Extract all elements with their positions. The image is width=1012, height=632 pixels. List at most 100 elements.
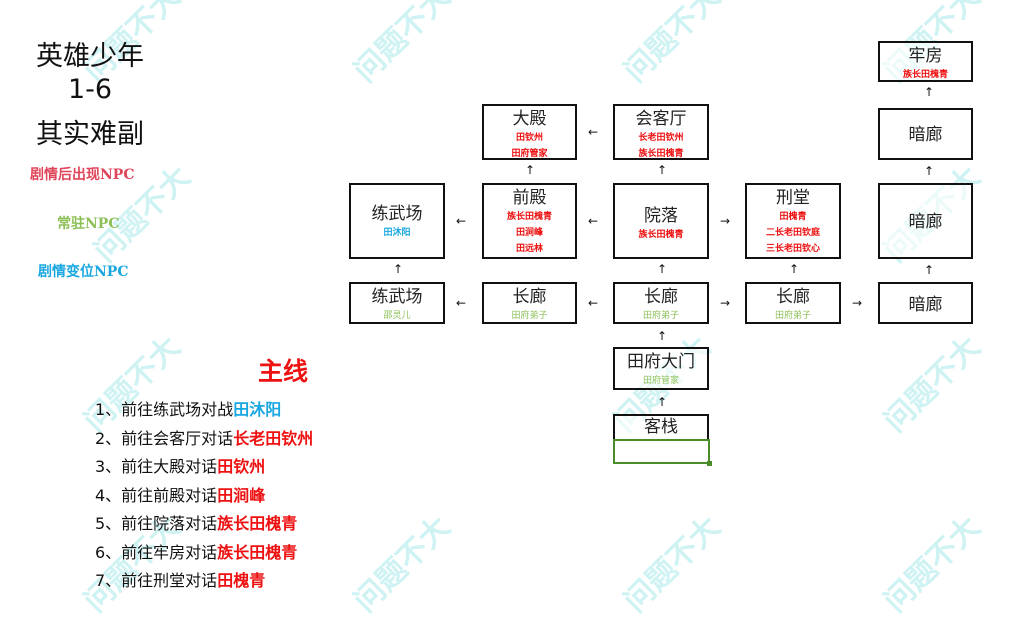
arrow-up: ↑ (657, 395, 668, 409)
node-name: 暗廊 (908, 125, 943, 145)
npc: 田槐青 (779, 212, 807, 222)
step: 7、前往刑堂对话田槐青 (95, 567, 313, 596)
watermark: 问题不大 (347, 509, 458, 620)
node-xingtang: 刑堂 田槐青 二长老田钦庭 三长老田钦心 (745, 183, 841, 259)
node-huiketing: 会客厅 长老田钦州 族长田槐青 (613, 104, 709, 160)
node-name: 院落 (644, 206, 678, 226)
npc: 族长田槐青 (638, 149, 684, 159)
node-changlang-right: 长廊 田府弟子 (745, 282, 841, 324)
step-text: 7、前往刑堂对话 (95, 571, 218, 590)
node-name: 刑堂 (776, 188, 810, 208)
npc: 族长田槐青 (506, 212, 552, 222)
arrow-left: ← (588, 214, 599, 228)
node-name: 牢房 (908, 46, 943, 66)
npc: 田钦州 (515, 133, 543, 143)
watermark: 问题不大 (617, 0, 728, 90)
step-target: 族长田槐青 (217, 542, 298, 562)
node-qiandian: 前殿 族长田槐青 田涧峰 田远林 (482, 183, 577, 259)
arrow-right: → (720, 296, 731, 310)
npc: 田府管家 (511, 149, 548, 159)
arrow-right: → (720, 214, 731, 228)
title-line-2: 1-6 (67, 74, 113, 105)
arrow-up: ↑ (924, 263, 935, 277)
arrow-up: ↑ (924, 85, 935, 99)
npc: 长老田钦州 (638, 133, 684, 143)
step: 4、前往前殿对话田涧峰 (95, 482, 313, 511)
node-yuanluo: 院落 族长田槐青 (613, 183, 709, 259)
node-kezhan: 客栈 (613, 414, 709, 441)
npc: 田府管家 (642, 376, 679, 386)
arrow-up: ↑ (657, 163, 668, 177)
step: 1、前往练武场对战田沐阳 (95, 396, 313, 425)
step-text: 3、前往大殿对话 (95, 457, 218, 476)
step-target: 田钦州 (217, 457, 266, 476)
selected-cell[interactable] (613, 439, 712, 466)
legend-resident: 常驻NPC (57, 216, 120, 232)
title-line-1: 英雄少年 (36, 41, 144, 72)
legend-moving: 剧情变位NPC (38, 264, 129, 280)
watermark: 问题不大 (617, 509, 728, 620)
node-anlang-top: 暗廊 (878, 108, 973, 160)
npc: 田府弟子 (642, 311, 679, 321)
node-anlang-bottom: 暗廊 (878, 282, 973, 324)
node-name: 长廊 (644, 287, 678, 307)
npc: 田涧峰 (515, 228, 543, 238)
npc: 田沐阳 (383, 228, 411, 238)
mainline-steps: 1、前往练武场对战田沐阳 2、前往会客厅对话长老田钦州 3、前往大殿对话田钦州 … (95, 396, 313, 596)
watermark: 问题不大 (877, 509, 988, 620)
step: 3、前往大殿对话田钦州 (95, 453, 313, 482)
node-name: 暗廊 (908, 212, 943, 232)
step-target: 田涧峰 (217, 485, 266, 505)
step-text: 2、前往会客厅对话 (95, 428, 234, 448)
node-lianwuchang-top: 练武场 田沐阳 (349, 183, 445, 259)
node-lianwuchang-bottom: 练武场 邵灵儿 (349, 282, 445, 324)
node-name: 长廊 (776, 287, 810, 307)
step-target: 田槐青 (217, 571, 266, 590)
arrow-up: ↑ (657, 262, 668, 276)
node-dadian: 大殿 田钦州 田府管家 (482, 104, 577, 160)
npc: 族长田槐青 (902, 70, 948, 80)
mainline-heading: 主线 (258, 357, 309, 386)
node-name: 会客厅 (635, 109, 687, 129)
node-name: 大殿 (512, 109, 547, 129)
arrow-left: ← (588, 125, 599, 139)
step-text: 5、前往院落对话 (95, 514, 218, 533)
arrow-left: ← (588, 296, 599, 310)
step-text: 4、前往前殿对话 (95, 485, 218, 505)
title-line-3: 其实难副 (36, 119, 144, 150)
node-changlang-center: 长廊 田府弟子 (613, 282, 709, 324)
step: 6、前往牢房对话族长田槐青 (95, 539, 313, 568)
step: 2、前往会客厅对话长老田钦州 (95, 425, 313, 454)
node-name: 暗廊 (908, 295, 943, 315)
npc: 三长老田钦心 (765, 244, 820, 254)
node-laofang: 牢房 族长田槐青 (878, 41, 973, 82)
legend-after-story: 剧情后出现NPC (30, 167, 135, 183)
node-changlang-left: 长廊 田府弟子 (482, 282, 577, 324)
node-name: 田府大门 (627, 352, 695, 372)
step-text: 6、前往牢房对话 (95, 542, 218, 562)
arrow-left: ← (456, 296, 467, 310)
npc: 邵灵儿 (383, 311, 411, 321)
arrow-up: ↑ (525, 163, 536, 177)
step: 5、前往院落对话族长田槐青 (95, 510, 313, 539)
npc: 田府弟子 (511, 311, 548, 321)
node-name: 练武场 (371, 204, 423, 224)
arrow-up: ↑ (924, 164, 935, 178)
step-target: 长老田钦州 (233, 428, 314, 448)
npc: 田远林 (515, 244, 543, 254)
step-text: 1、前往练武场对战 (95, 400, 234, 419)
watermark: 问题不大 (877, 329, 988, 440)
npc: 田府弟子 (774, 311, 811, 321)
node-name: 前殿 (512, 188, 547, 208)
step-target: 田沐阳 (233, 400, 282, 419)
arrow-left: ← (456, 214, 467, 228)
arrow-up: ↑ (657, 329, 668, 343)
step-target: 族长田槐青 (217, 514, 298, 533)
node-name: 客栈 (644, 417, 678, 437)
node-name: 长廊 (512, 287, 547, 307)
watermark: 问题不大 (347, 0, 458, 90)
arrow-right: → (852, 296, 863, 310)
npc: 二长老田钦庭 (765, 228, 820, 238)
arrow-up: ↑ (393, 262, 404, 276)
node-damen: 田府大门 田府管家 (613, 347, 709, 390)
